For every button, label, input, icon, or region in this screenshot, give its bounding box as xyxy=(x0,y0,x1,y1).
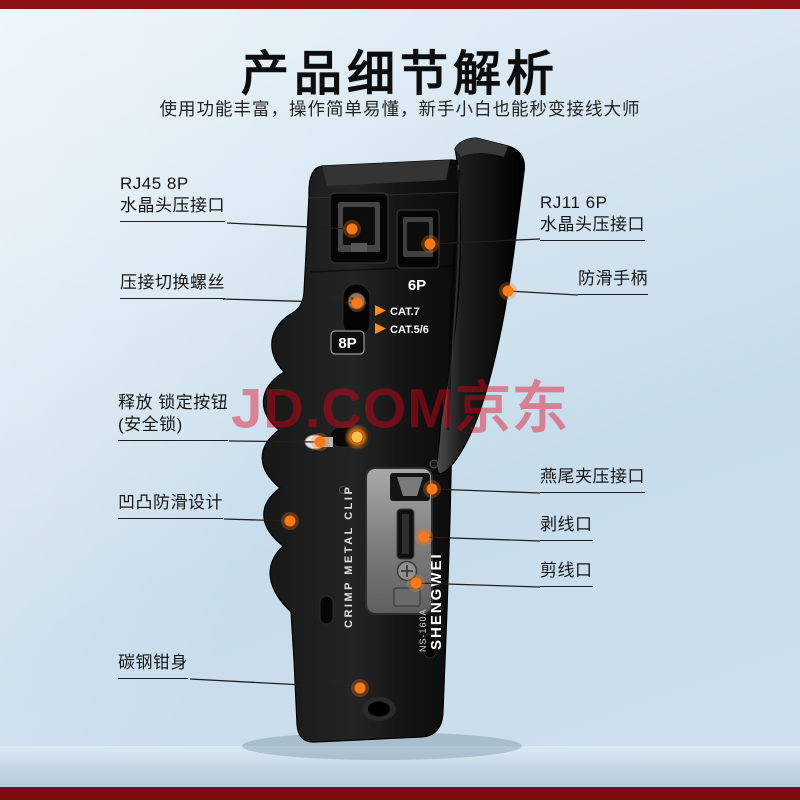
marking-6p: 6P xyxy=(408,277,426,294)
callout-dot xyxy=(351,679,369,697)
callout-dot xyxy=(311,433,329,451)
bottom-hole xyxy=(362,697,396,721)
callout-grip-label: 凹凸防滑设计 xyxy=(118,492,223,519)
callout-text: 水晶头压接口 xyxy=(120,196,225,215)
callout-text: 压接切换螺丝 xyxy=(120,273,225,292)
marking-cat56: CAT.5/6 xyxy=(390,324,429,336)
marking-clip-text: CRIMP METAL CLIP xyxy=(343,485,355,628)
callout-text: (安全锁) xyxy=(118,415,183,434)
arrow-cat56-icon xyxy=(375,323,386,334)
arrow-cat7-icon xyxy=(375,305,386,316)
callout-text: 剥线口 xyxy=(540,515,593,534)
body-screw xyxy=(339,486,347,494)
marking-8p-box xyxy=(330,330,365,355)
callout-lines xyxy=(189,222,579,689)
callout-text: RJ45 8P xyxy=(120,174,189,193)
page-subtitle: 使用功能丰富，操作简单易懂，新手小白也能秒变接线大师 xyxy=(159,99,641,119)
callout-text: 释放 锁定按钮 xyxy=(118,393,229,412)
callout-dots xyxy=(281,220,517,697)
marking-cat7: CAT.7 xyxy=(390,306,420,318)
callout-text: 碳钢钳身 xyxy=(118,653,188,672)
callout-text: RJ11 6P xyxy=(540,193,608,212)
marking-8p: 8P xyxy=(338,335,356,352)
callout-dot xyxy=(343,220,361,238)
rj45-slot xyxy=(329,192,389,264)
callout-text: 燕尾夹压接口 xyxy=(540,467,645,486)
callout-dot xyxy=(281,512,299,530)
callout-text: 剪线口 xyxy=(540,561,593,580)
callout-dot xyxy=(499,282,517,300)
callout-rj11-label: RJ11 6P 水晶头压接口 xyxy=(540,192,645,241)
callout-text: 水晶头压接口 xyxy=(540,215,645,234)
callout-text: 凹凸防滑设计 xyxy=(118,493,223,512)
bottom-red-bar xyxy=(0,787,800,800)
callout-switch-screw-label: 压接切换螺丝 xyxy=(120,272,225,299)
callout-cut-slot-label: 剪线口 xyxy=(540,560,593,587)
callout-dot xyxy=(423,480,441,498)
marking-brand: SHENGWEI xyxy=(428,552,445,650)
body-screw xyxy=(429,459,439,469)
callout-dot xyxy=(421,235,439,253)
body-top-face xyxy=(322,160,450,186)
callout-dovetail-label: 燕尾夹压接口 xyxy=(540,466,645,493)
callout-text: 防滑手柄 xyxy=(578,269,648,288)
callout-dot xyxy=(407,574,425,592)
callout-handle-label: 防滑手柄 xyxy=(578,268,648,295)
callout-rj45-label: RJ45 8P 水晶头压接口 xyxy=(120,173,225,222)
callout-release-lock-label: 释放 锁定按钮 (安全锁) xyxy=(118,392,229,441)
callout-dot xyxy=(415,528,433,546)
page-title: 产品细节解析 xyxy=(240,48,559,101)
crimper-handle xyxy=(436,137,526,475)
callout-dot xyxy=(348,294,366,312)
marking-model: NS-160A xyxy=(418,608,428,652)
body-slot-hole xyxy=(423,633,437,659)
metal-clip-window xyxy=(365,467,433,615)
callout-steel-body-label: 碳钢钳身 xyxy=(118,652,188,679)
callout-strip-slot-label: 剥线口 xyxy=(540,514,593,541)
desk-surface xyxy=(0,746,800,788)
top-red-bar xyxy=(0,0,800,9)
body-slot-hole xyxy=(319,595,334,625)
